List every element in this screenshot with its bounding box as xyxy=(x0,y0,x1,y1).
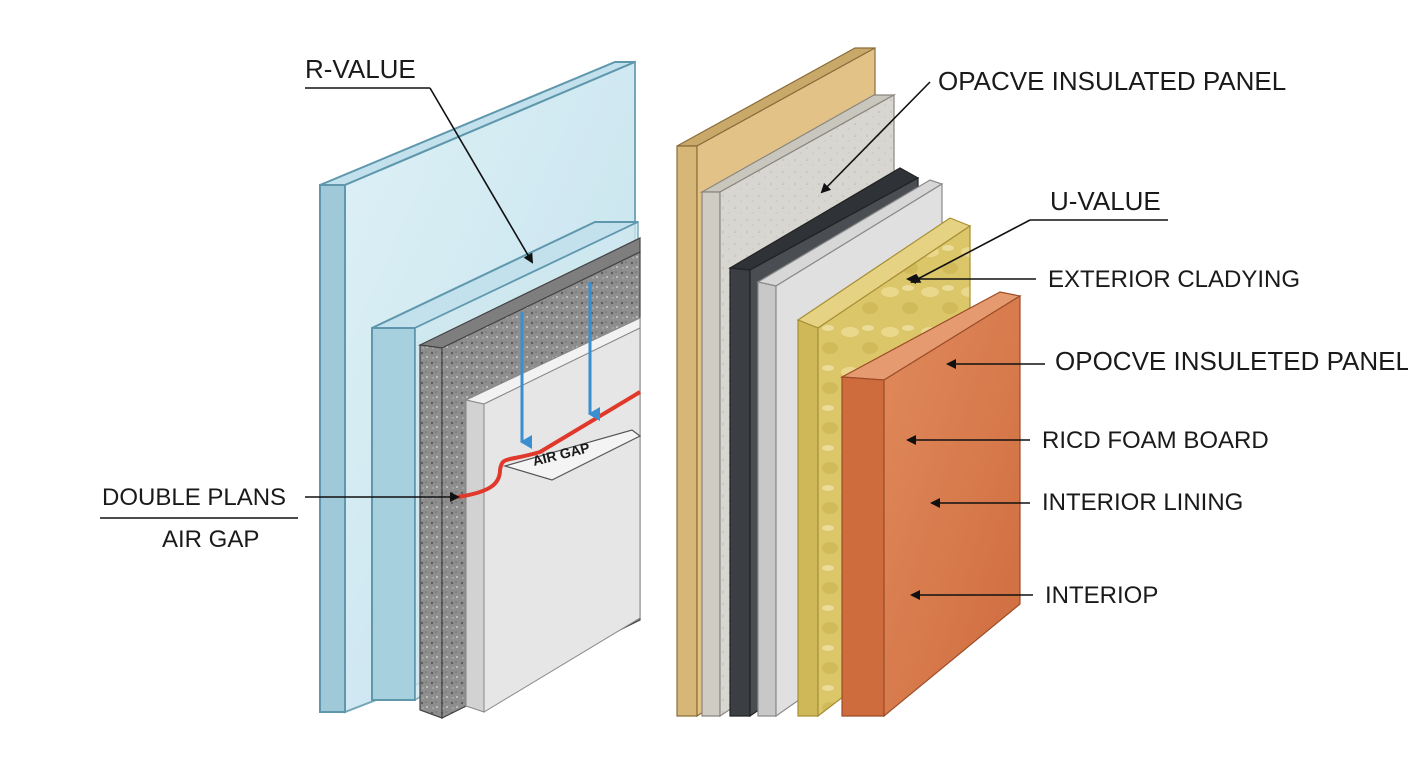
interior-label: INTERIOP xyxy=(1045,582,1158,609)
interior-lining-label: INTERIOR LINING xyxy=(1042,489,1243,516)
label-exterior-cladding: EXTERIOR CLADYING xyxy=(906,266,1300,293)
label-u-value: U-VALUE xyxy=(910,186,1168,283)
double-plans-label: DOUBLE PLANS xyxy=(102,484,286,511)
opaque-panel-top-label: OPACVE INSULATED PANEL xyxy=(938,66,1286,96)
label-rigid-foam: RICD FOAM BOARD xyxy=(906,427,1269,454)
label-interior-lining: INTERIOR LINING xyxy=(930,489,1243,516)
layered-panel-assembly xyxy=(676,46,1022,718)
glazing-assembly: AIR GAP xyxy=(319,60,642,719)
exterior-cladding-label: EXTERIOR CLADYING xyxy=(1048,266,1300,293)
label-opaque-panel-top: OPACVE INSULATED PANEL xyxy=(820,66,1286,194)
air-gap-label: AIR GAP xyxy=(162,526,259,553)
label-interior: INTERIOP xyxy=(910,582,1158,609)
terracotta-layer xyxy=(839,291,1022,718)
u-value-label: U-VALUE xyxy=(1050,186,1161,216)
air-seal-line xyxy=(457,390,642,499)
rigid-foam-label: RICD FOAM BOARD xyxy=(1042,427,1269,454)
label-double-plans: DOUBLE PLANS AIR GAP xyxy=(100,484,460,553)
opaque-panel-2-label: OPOCVE INSULETED PANEL xyxy=(1055,346,1408,376)
r-value-label: R-VALUE xyxy=(305,54,416,84)
label-r-value: R-VALUE xyxy=(305,54,534,264)
label-opaque-panel-2: OPOCVE INSULETED PANEL xyxy=(946,346,1408,376)
